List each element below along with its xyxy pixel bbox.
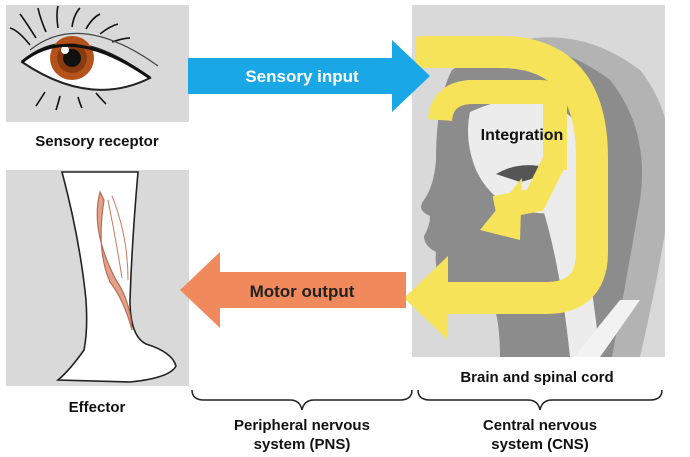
leg-icon <box>55 171 177 383</box>
pns-label-line2: system (PNS) <box>254 436 351 453</box>
effector-label: Effector <box>69 399 126 416</box>
pns-label-line1: Peripheral nervous <box>234 417 370 434</box>
pns-brace <box>191 389 413 411</box>
motor-loop-arrowhead <box>404 256 448 340</box>
cns-label-line1: Central nervous <box>483 417 597 434</box>
sensory-input-label: Sensory input <box>245 67 359 86</box>
motor-output-arrow <box>180 252 406 328</box>
eye-icon <box>9 5 159 111</box>
brain-spinal-cord-label: Brain and spinal cord <box>460 369 613 386</box>
cns-label-line2: system (CNS) <box>491 436 589 453</box>
sensory-input-arrow <box>188 40 430 112</box>
integration-loop <box>404 36 608 340</box>
motor-output-label: Motor output <box>250 282 355 301</box>
integration-label: Integration <box>481 127 564 144</box>
cns-brace <box>417 389 663 411</box>
sensory-receptor-label: Sensory receptor <box>35 133 159 150</box>
integration-arrowhead <box>480 178 522 240</box>
sensory-loop-arrowhead <box>416 36 444 68</box>
